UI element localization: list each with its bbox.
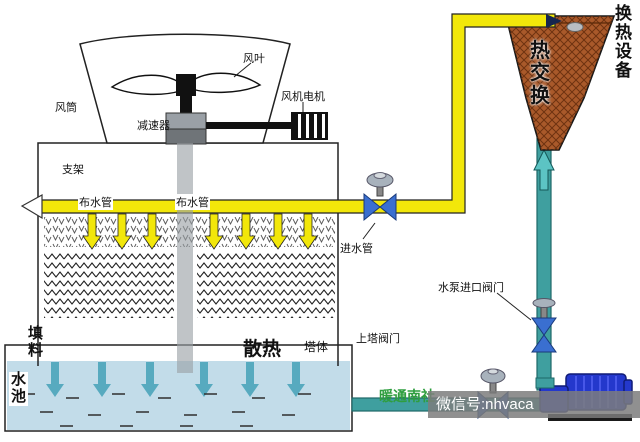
spray-arrows [82,213,318,250]
tower-valve-label: 上塔阀门 [356,333,400,345]
reducer-label: 减速器 [137,120,170,132]
riser-valve [531,298,557,353]
flow-arrow-into-exchanger [546,14,562,28]
watermark-brand: 暖通南社 [379,388,435,404]
heat-exchanger [504,15,616,151]
wind-duct-label: 风筒 [55,102,77,114]
fan-assembly [79,33,328,145]
fan-blade-label: 风叶 [243,53,265,65]
water-pipe-label-right: 布水管 [175,194,210,210]
inlet-pipe-label: 进水管 [340,243,373,255]
inlet-valve [363,172,397,222]
center-shaft [177,143,193,373]
fan-motor [291,112,328,140]
fill-media-right [197,252,335,318]
flow-up-arrow [533,148,555,191]
fill-label: 填料 [27,325,43,359]
pool-flow-arrows [46,362,305,397]
watermark-bar: 微信号:nhvaca [428,391,640,418]
fan-motor-label: 风机电机 [281,91,325,103]
water-pipe-label-left: 布水管 [78,194,113,210]
drive-shaft [206,122,291,129]
pointer-lines [233,62,532,321]
heat-exchange-equipment-label: 换热设备 [615,4,632,81]
fill-media-left [44,252,174,318]
reducer-box-lower [165,128,207,145]
support-label: 支架 [62,164,84,176]
fan-shaft [180,95,192,115]
water-pool-label: 水池 [9,371,28,406]
pipe-outlet-arrow [20,193,43,220]
nozzle-fitting [566,22,584,32]
watermark-wechat: 微信号:nhvaca [436,396,534,413]
fan-hub [176,74,196,96]
heat-exchange-label: 热交换 [530,40,550,107]
tower-body-label: 塔体 [304,340,329,354]
water-dashes [22,393,311,427]
reducer-box [165,112,207,130]
pump-inlet-valve-label: 水泵进口阀门 [438,282,504,294]
heat-dissipation-label: 散热 [243,339,282,360]
